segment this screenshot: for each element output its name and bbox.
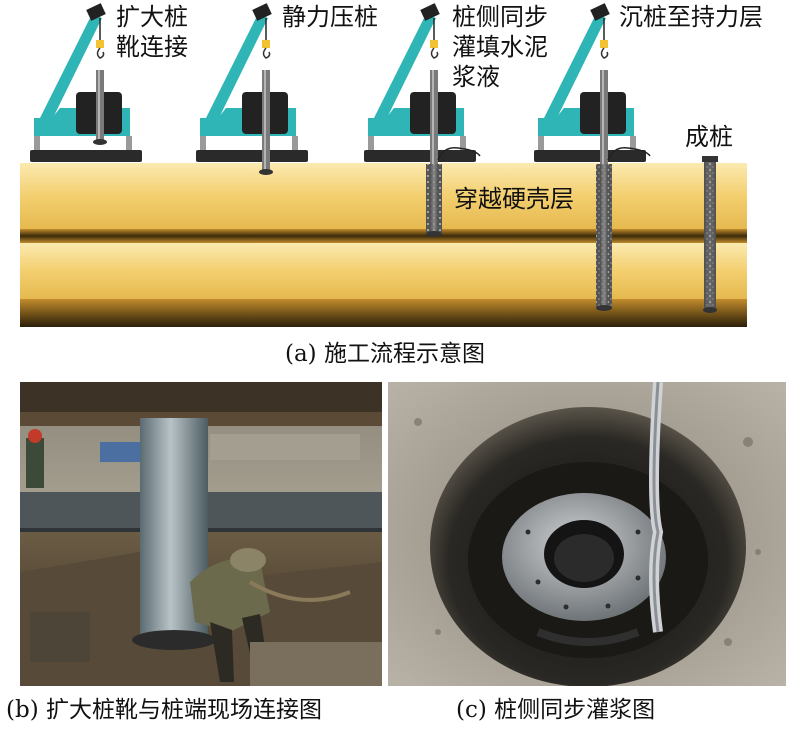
stage-1-line-2: 靴连接 xyxy=(116,33,188,61)
stage-3-line-2: 灌填水泥 xyxy=(452,33,548,61)
bearing-layer xyxy=(20,299,747,327)
middle-layer xyxy=(20,243,747,299)
soil-band-1 xyxy=(20,229,747,243)
rig-2-leg-right xyxy=(292,136,298,150)
rig-4-pile-shoe xyxy=(596,305,612,311)
rig-2-leg-left xyxy=(200,136,206,150)
stage-3-line-1: 桩侧同步 xyxy=(452,3,548,31)
rig-2-boom xyxy=(204,14,268,124)
rig-2-hook-block xyxy=(262,40,270,48)
rig-3-pile-underground xyxy=(430,164,438,234)
stage-4-line-1: 沉桩至持力层 xyxy=(619,3,763,31)
soil-layers xyxy=(20,163,747,327)
rig-1-boom xyxy=(38,14,102,124)
rig-1-pile-shoe xyxy=(93,139,107,145)
rig-3-hook xyxy=(430,47,439,59)
rig-3-platform xyxy=(364,150,476,162)
stage-label-5: 成桩 xyxy=(685,122,733,152)
rig-4-leg-right xyxy=(630,136,636,150)
stage-3-line-3: 浆液 xyxy=(452,63,500,91)
construction-process-diagram xyxy=(20,3,747,327)
layer-label: 穿越硬壳层 xyxy=(454,185,574,213)
stage-5-line-1: 成桩 xyxy=(685,123,733,151)
rig-4-boom xyxy=(542,14,606,124)
photo-side-grouting xyxy=(388,382,786,686)
rig-2-pile-shoe xyxy=(259,169,273,175)
rig-3-pile-highlight xyxy=(432,70,434,234)
caption-c: (c) 桩侧同步灌浆图 xyxy=(456,697,656,723)
rig-2-hook xyxy=(262,47,271,59)
stage-2-line-1: 静力压桩 xyxy=(282,3,378,31)
rig-4-boom-tip xyxy=(590,3,610,21)
rig-2-boom-tip xyxy=(252,3,272,21)
rig-1-leg-right xyxy=(126,136,132,150)
rig-1-boom-tip xyxy=(86,3,106,21)
rig-4-hook xyxy=(600,47,609,59)
rig-3-hook-block xyxy=(430,40,438,48)
rig-3-pile-shoe xyxy=(426,231,442,237)
rig-4-grout-hose xyxy=(607,147,651,161)
stage-label-1: 扩大桩 靴连接 xyxy=(116,2,188,62)
stage-label-3: 桩侧同步 灌填水泥 浆液 xyxy=(452,2,548,92)
site-photo-b xyxy=(20,382,382,686)
pile-rigs xyxy=(30,3,651,311)
rig-1-platform xyxy=(30,150,142,162)
rig-3-boom-tip xyxy=(420,3,440,21)
stage-label-2: 静力压桩 xyxy=(282,2,378,32)
rig-1-hook-block xyxy=(96,40,104,48)
rig-3-boom xyxy=(372,14,436,124)
rig-2-pile-highlight xyxy=(264,70,266,172)
finished-pile xyxy=(702,156,718,313)
rig-1-hook xyxy=(96,47,105,59)
rig-4-pile-underground xyxy=(600,164,608,308)
stage-1-line-1: 扩大桩 xyxy=(116,3,188,31)
caption-b: (b) 扩大桩靴与桩端现场连接图 xyxy=(6,697,322,723)
site-photo-c xyxy=(388,382,786,686)
rig-3-grout-hose xyxy=(437,147,481,161)
rig-4-leg-left xyxy=(538,136,544,150)
caption-a: (a) 施工流程示意图 xyxy=(285,341,485,367)
rig-3-leg-left xyxy=(368,136,374,150)
crust-layer xyxy=(20,163,747,229)
rig-4-hook-block xyxy=(600,40,608,48)
rig-1-leg-left xyxy=(34,136,40,150)
rig-2-platform xyxy=(196,150,308,162)
rig-1-pile-highlight xyxy=(98,70,100,142)
stage-label-4: 沉桩至持力层 xyxy=(619,2,763,32)
rig-3-leg-right xyxy=(460,136,466,150)
photo-pile-shoe-connection xyxy=(20,382,382,686)
rig-4-platform xyxy=(534,150,646,162)
